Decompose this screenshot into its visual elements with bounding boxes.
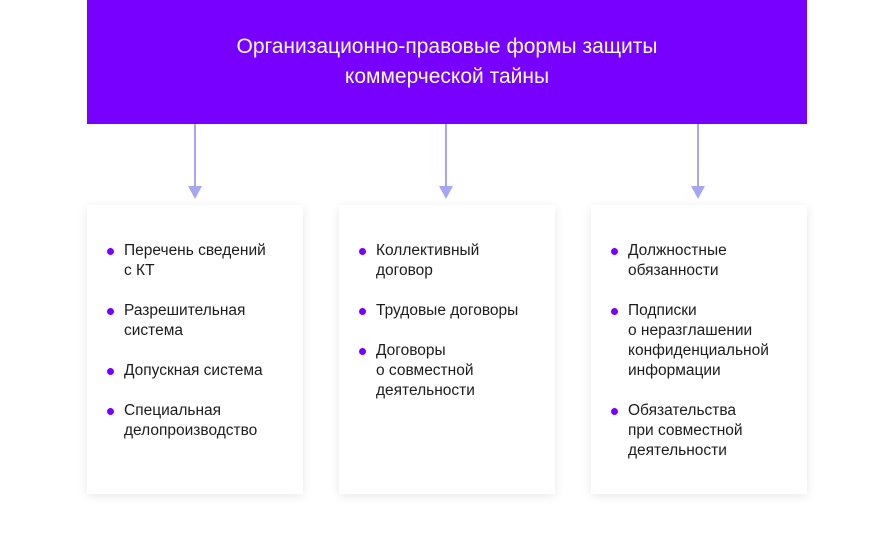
bullet-icon bbox=[359, 348, 366, 355]
list-item: Коллективный договор bbox=[359, 241, 543, 281]
bullet-icon bbox=[359, 308, 366, 315]
list-item: Специальная делопроизводство bbox=[107, 401, 291, 441]
list-item: Подписки о неразглашении конфиденциально… bbox=[611, 301, 795, 381]
list-item: Допускная система bbox=[107, 361, 291, 381]
header-banner: Организационно-правовые формы защиты ком… bbox=[87, 0, 807, 124]
bullet-icon bbox=[611, 308, 618, 315]
bullet-icon bbox=[107, 248, 114, 255]
arrow-down-icon bbox=[439, 124, 453, 200]
bullet-icon bbox=[359, 248, 366, 255]
bullet-icon bbox=[611, 408, 618, 415]
list-item: Обязательства при совместной деятельност… bbox=[611, 401, 795, 461]
list-item: Разрешительная система bbox=[107, 301, 291, 341]
card-column-3: Должностные обязанности Подписки о нераз… bbox=[591, 205, 807, 494]
list-item: Перечень сведений с КТ bbox=[107, 241, 291, 281]
list-item: Договоры о совместной деятельности bbox=[359, 341, 543, 401]
list-item: Трудовые договоры bbox=[359, 301, 543, 321]
list-item: Должностные обязанности bbox=[611, 241, 795, 281]
bullet-icon bbox=[107, 408, 114, 415]
arrow-down-icon bbox=[691, 124, 705, 200]
bullet-icon bbox=[107, 308, 114, 315]
bullet-icon bbox=[107, 368, 114, 375]
diagram-title: Организационно-правовые формы защиты ком… bbox=[236, 35, 658, 88]
card-column-2: Коллективный договор Трудовые договоры Д… bbox=[339, 205, 555, 494]
bullet-icon bbox=[611, 248, 618, 255]
card-column-1: Перечень сведений с КТ Разрешительная си… bbox=[87, 205, 303, 494]
arrow-down-icon bbox=[188, 124, 202, 200]
